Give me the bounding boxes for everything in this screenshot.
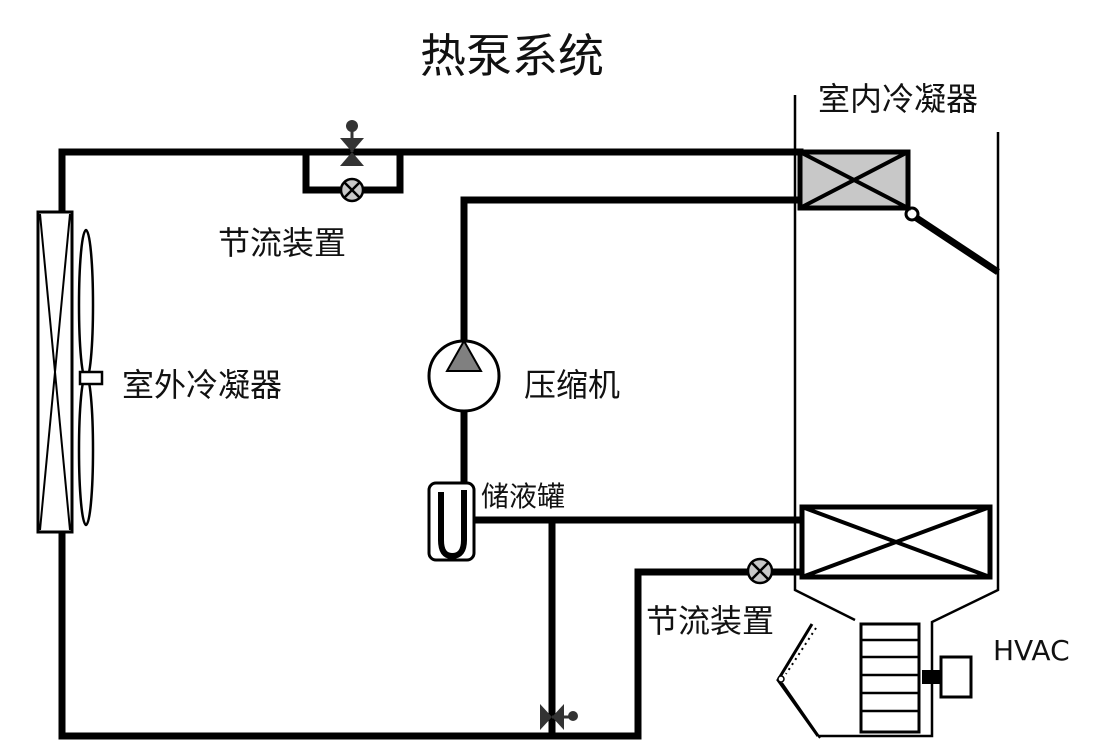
indoor-condenser-icon [797,149,911,211]
pipe-bottom-return [58,526,804,740]
shutoff-valve-bottom-icon [540,704,578,730]
accumulator-icon [427,481,476,562]
shutoff-valve-top-icon [340,120,364,166]
expansion-valve-bottom-icon [746,557,774,585]
hvac-label: HVAC [993,634,1070,667]
blend-door-icon [776,623,821,739]
accumulator-label: 储液罐 [481,480,565,513]
compressor-icon [427,338,501,413]
compressor-label: 压缩机 [524,366,620,404]
indoor-damper [910,212,1000,275]
pipe-top-main [58,148,804,216]
outdoor-fan-icon [77,228,104,527]
damper-pivot-icon [904,206,920,222]
expansion-valve-top-icon [339,177,365,203]
outdoor-condenser-icon [36,210,74,534]
blower-icon [859,622,921,734]
throttle-top-label: 节流装置 [218,224,346,262]
outdoor-condenser-label: 室外冷凝器 [122,366,282,404]
hvac-housing-right-wall [818,132,1000,738]
diagram-title: 热泵系统 [420,29,604,83]
evaporator-icon [799,504,993,580]
blower-motor-icon [922,655,973,699]
pipe-compressor-discharge [460,196,804,344]
throttle-bottom-label: 节流装置 [646,602,774,640]
indoor-condenser-label: 室内冷凝器 [818,80,978,118]
hvac-housing-left-wall [793,95,856,622]
